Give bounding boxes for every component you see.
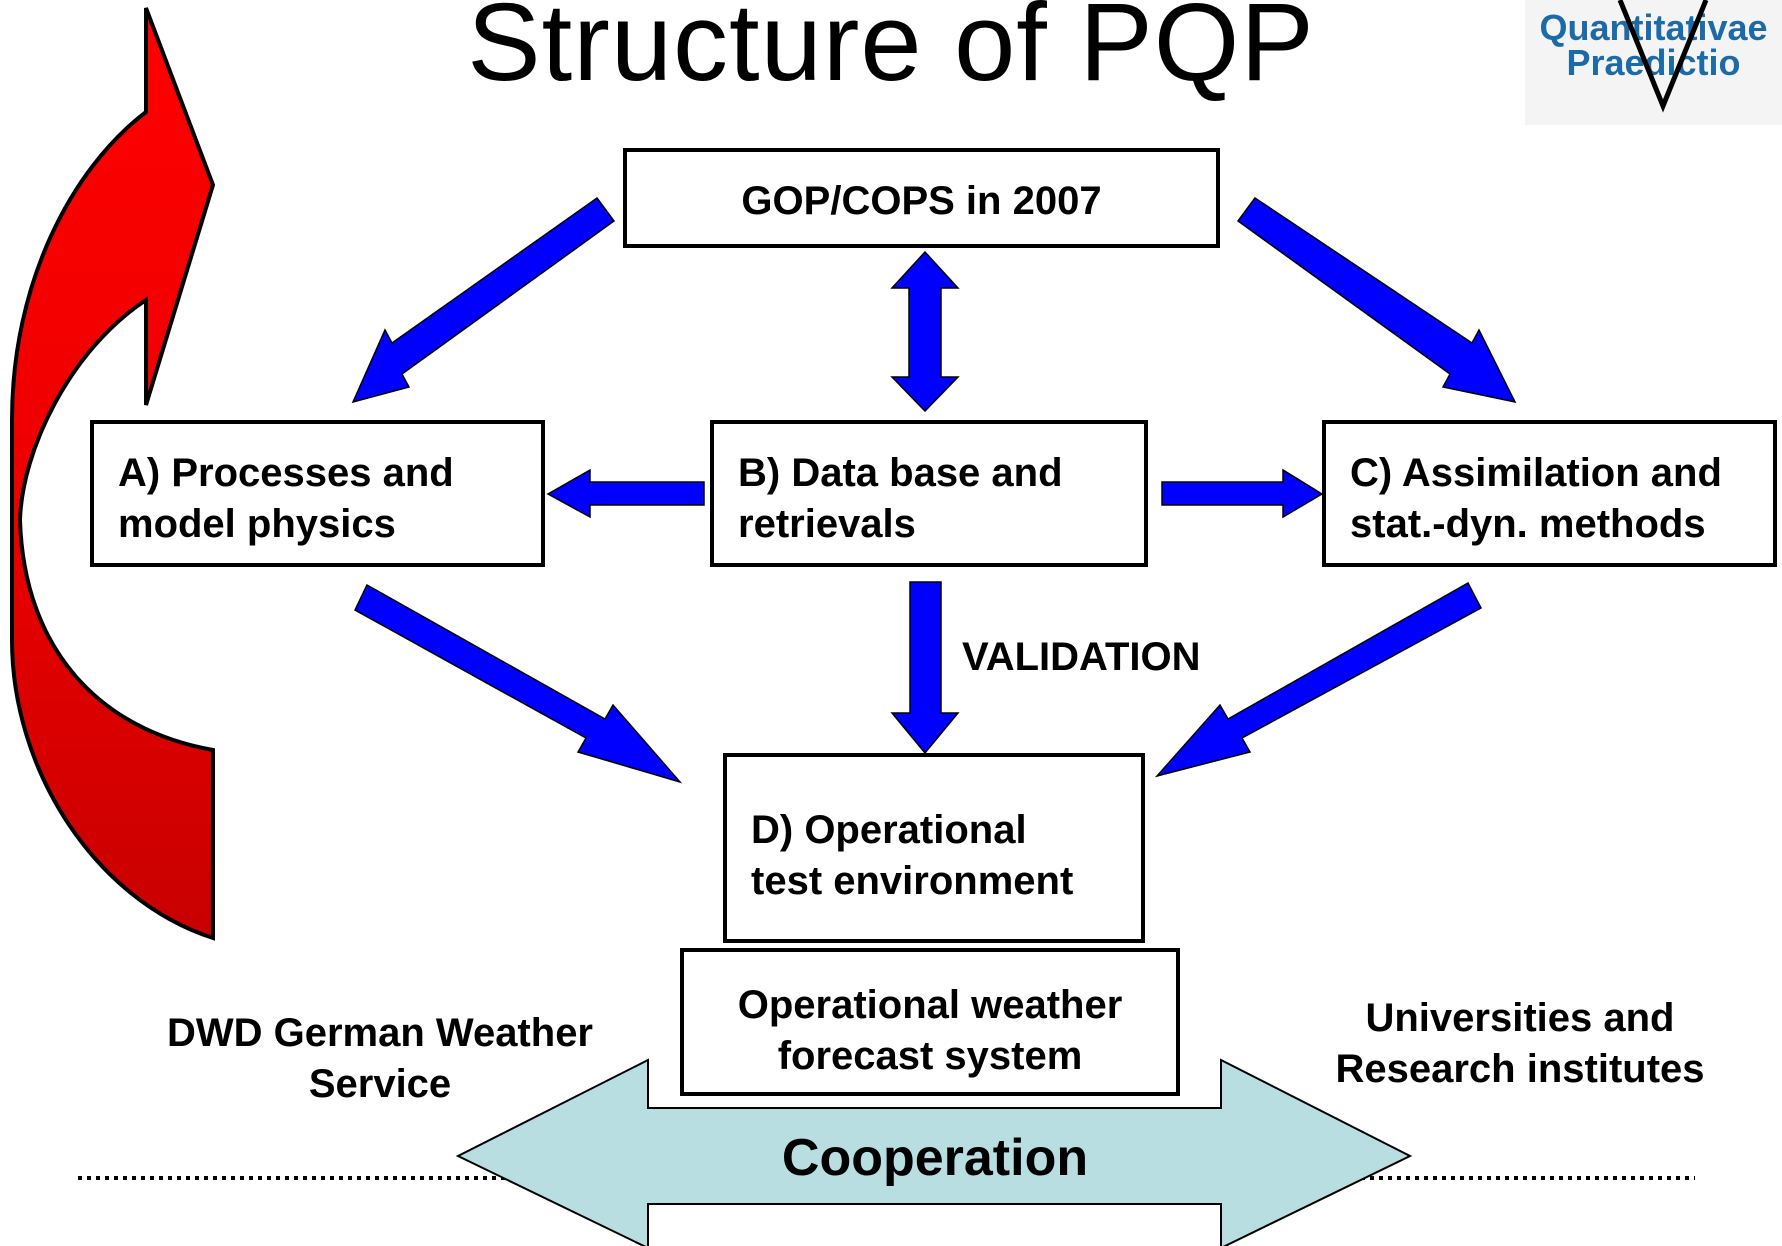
arrow-b-to-d <box>890 581 960 755</box>
box-b-line1: B) Data base and <box>738 451 1063 495</box>
cooperation-label: Cooperation <box>781 1129 1089 1187</box>
dwd-label: DWD German Weather Service <box>120 1008 640 1110</box>
arrow-top-bidirectional <box>890 250 960 413</box>
box-a-processes: A) Processes and model physics <box>90 420 545 567</box>
logo-v-overlay <box>1617 0 1709 113</box>
box-operational-forecast: Operational weather forecast system <box>680 948 1180 1096</box>
page-title: Structure of PQP <box>467 0 1315 104</box>
feedback-arrow <box>10 7 216 941</box>
arrow-top-to-c <box>1236 196 1517 404</box>
dwd-line1: DWD German Weather <box>166 1011 593 1055</box>
cooperation-arrow <box>455 1058 1413 1246</box>
box-e-line2: forecast system <box>777 1034 1083 1079</box>
box-b-line2: retrievals <box>738 502 916 547</box>
unis-line2: Research institutes <box>1335 1047 1705 1092</box>
box-c-line1: C) Assimilation and <box>1350 451 1722 495</box>
unis-line1: Universities and <box>1365 996 1675 1040</box>
arrow-b-to-c <box>1161 468 1324 519</box>
logo: Quantitativae Praedictio <box>1525 0 1782 125</box>
box-d-line1: D) Operational <box>751 808 1027 852</box>
box-c-line2: stat.-dyn. methods <box>1350 502 1706 547</box>
box-a-line2: model physics <box>118 502 396 547</box>
box-gop-cops-label: GOP/COPS in 2007 <box>741 179 1102 223</box>
box-d-operational-test: D) Operational test environment <box>723 753 1145 943</box>
box-a-line1: A) Processes and <box>118 451 454 495</box>
arrow-top-to-a <box>351 196 616 404</box>
dwd-line2: Service <box>308 1062 452 1107</box>
universities-label: Universities and Research institutes <box>1290 993 1750 1095</box>
arrow-a-to-d <box>354 583 683 784</box>
box-c-assimilation: C) Assimilation and stat.-dyn. methods <box>1322 420 1777 567</box>
arrow-c-to-d <box>1154 581 1483 778</box>
box-gop-cops: GOP/COPS in 2007 <box>623 148 1220 248</box>
arrow-b-to-a <box>546 468 705 519</box>
box-e-line1: Operational weather <box>737 983 1123 1027</box>
box-b-data-base: B) Data base and retrievals <box>710 420 1148 567</box>
box-d-line2: test environment <box>751 859 1074 904</box>
logo-text-line1: Quantitativae <box>1539 7 1768 48</box>
validation-label: VALIDATION <box>962 635 1201 679</box>
logo-text-line2: Praedictio <box>1566 42 1741 83</box>
